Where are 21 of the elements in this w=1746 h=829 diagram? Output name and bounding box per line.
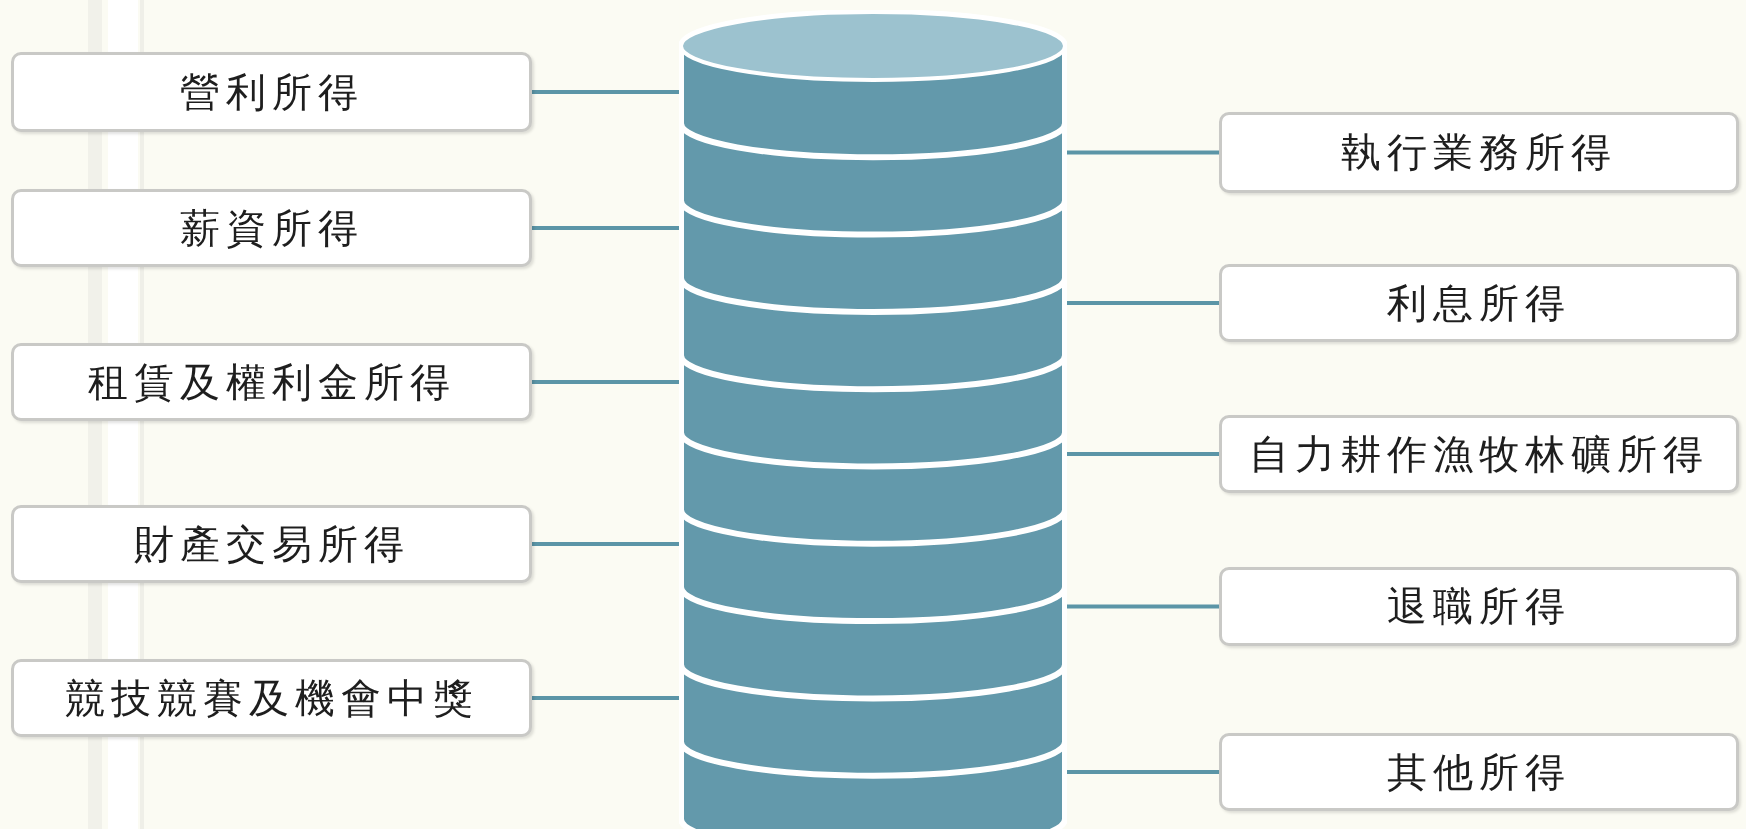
category-box: 財產交易所得 bbox=[11, 505, 532, 583]
category-box: 薪資所得 bbox=[11, 189, 532, 267]
category-box: 利息所得 bbox=[1219, 264, 1739, 342]
connector-line bbox=[1067, 770, 1219, 774]
connector-line bbox=[532, 226, 679, 230]
category-box: 其他所得 bbox=[1219, 733, 1739, 811]
connector-line bbox=[1067, 452, 1219, 456]
connector-line bbox=[1067, 301, 1219, 305]
category-box: 租賃及權利金所得 bbox=[11, 343, 532, 421]
category-box: 自力耕作漁牧林礦所得 bbox=[1219, 415, 1739, 493]
connector-line bbox=[532, 542, 679, 546]
connector-line bbox=[1067, 604, 1219, 609]
connector-line bbox=[532, 90, 679, 94]
category-box: 營利所得 bbox=[11, 52, 532, 132]
connector-line bbox=[532, 696, 679, 700]
category-box: 執行業務所得 bbox=[1219, 112, 1739, 193]
category-box: 退職所得 bbox=[1219, 567, 1739, 646]
category-box: 競技競賽及機會中獎 bbox=[11, 659, 532, 737]
connector-line bbox=[1067, 150, 1219, 155]
database-cylinder bbox=[679, 10, 1067, 829]
connector-line bbox=[532, 380, 679, 384]
